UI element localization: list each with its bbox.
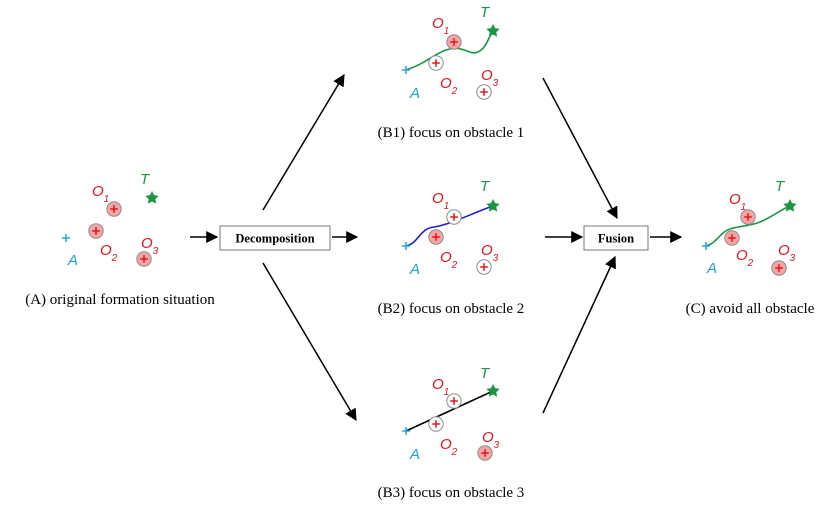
target-label: T	[480, 365, 491, 382]
fusion-label: Fusion	[598, 232, 634, 246]
agent-icon	[401, 241, 411, 251]
agent-icon	[401, 426, 411, 436]
caption-b3: (B3) focus on obstacle 3	[378, 485, 525, 501]
obstacle-3-label: O3	[481, 242, 499, 264]
arrow-to-b3	[262, 262, 357, 422]
panel-b3-focus-obstacle-3: T A O1 O2 O3 (B3) focus on obstacle 3	[378, 365, 525, 501]
agent-icon	[401, 65, 411, 75]
obstacle-3-label: O3	[481, 67, 499, 89]
panel-b1-focus-obstacle-1: T A O1 O2 O3 (B1) focus on obstacle 1	[378, 4, 525, 141]
target-star-icon	[486, 384, 500, 397]
agent-label: A	[67, 252, 78, 269]
caption-b1: (B1) focus on obstacle 1	[378, 125, 525, 141]
target-star-icon	[783, 199, 797, 212]
obstacle-3-label: O3	[778, 242, 796, 264]
panel-a-original-formation: T A O1 O2 O3 (A) original formation situ…	[25, 171, 215, 308]
agent-label: A	[706, 260, 717, 277]
agent-icon	[61, 233, 71, 243]
obstacle-2-label: O2	[736, 247, 754, 269]
target-label: T	[480, 4, 491, 21]
obstacle-1-label: O1	[432, 190, 449, 212]
obstacle-1-label: O1	[92, 183, 109, 205]
target-label: T	[775, 178, 786, 195]
arrow-b3-to-fusion	[542, 255, 616, 414]
obstacle-2-label: O2	[100, 242, 118, 264]
agent-icon	[701, 241, 711, 251]
obstacle-2-label: O2	[440, 436, 458, 458]
obstacle-1-label: O1	[432, 376, 449, 398]
path-b1	[405, 30, 494, 71]
obstacle-1-label: O1	[432, 15, 449, 37]
caption-c: (C) avoid all obstacle	[686, 301, 815, 317]
fusion-box: Fusion	[583, 225, 649, 251]
obstacle-3-label: O3	[141, 235, 159, 257]
flow-arrows	[190, 73, 683, 422]
caption-a: (A) original formation situation	[25, 292, 215, 308]
target-star-icon	[486, 24, 500, 37]
agent-label: A	[409, 261, 420, 278]
path-b2	[405, 205, 494, 247]
panel-c-avoid-all: T A O1 O2 O3 (C) avoid all obstacle	[686, 178, 815, 317]
agent-label: A	[409, 85, 420, 102]
arrow-to-b1	[262, 73, 345, 211]
target-label: T	[480, 178, 491, 195]
decomposition-label: Decomposition	[235, 232, 314, 246]
obstacle-2-label: O2	[440, 75, 458, 97]
caption-b2: (B2) focus on obstacle 2	[378, 301, 525, 317]
path-c	[705, 205, 791, 247]
obstacle-3-label: O3	[482, 429, 500, 451]
decomposition-box: Decomposition	[219, 225, 331, 251]
obstacle-2-label: O2	[440, 249, 458, 271]
target-star-icon	[486, 199, 500, 212]
obstacle-1-label: O1	[729, 191, 746, 213]
target-label: T	[140, 171, 151, 188]
agent-label: A	[409, 446, 420, 463]
arrow-b1-to-fusion	[542, 77, 618, 220]
target-star-icon	[145, 191, 159, 204]
path-b3	[405, 390, 494, 432]
panel-b2-focus-obstacle-2: T A O1 O2 O3 (B2) focus on obstacle 2	[378, 178, 525, 317]
